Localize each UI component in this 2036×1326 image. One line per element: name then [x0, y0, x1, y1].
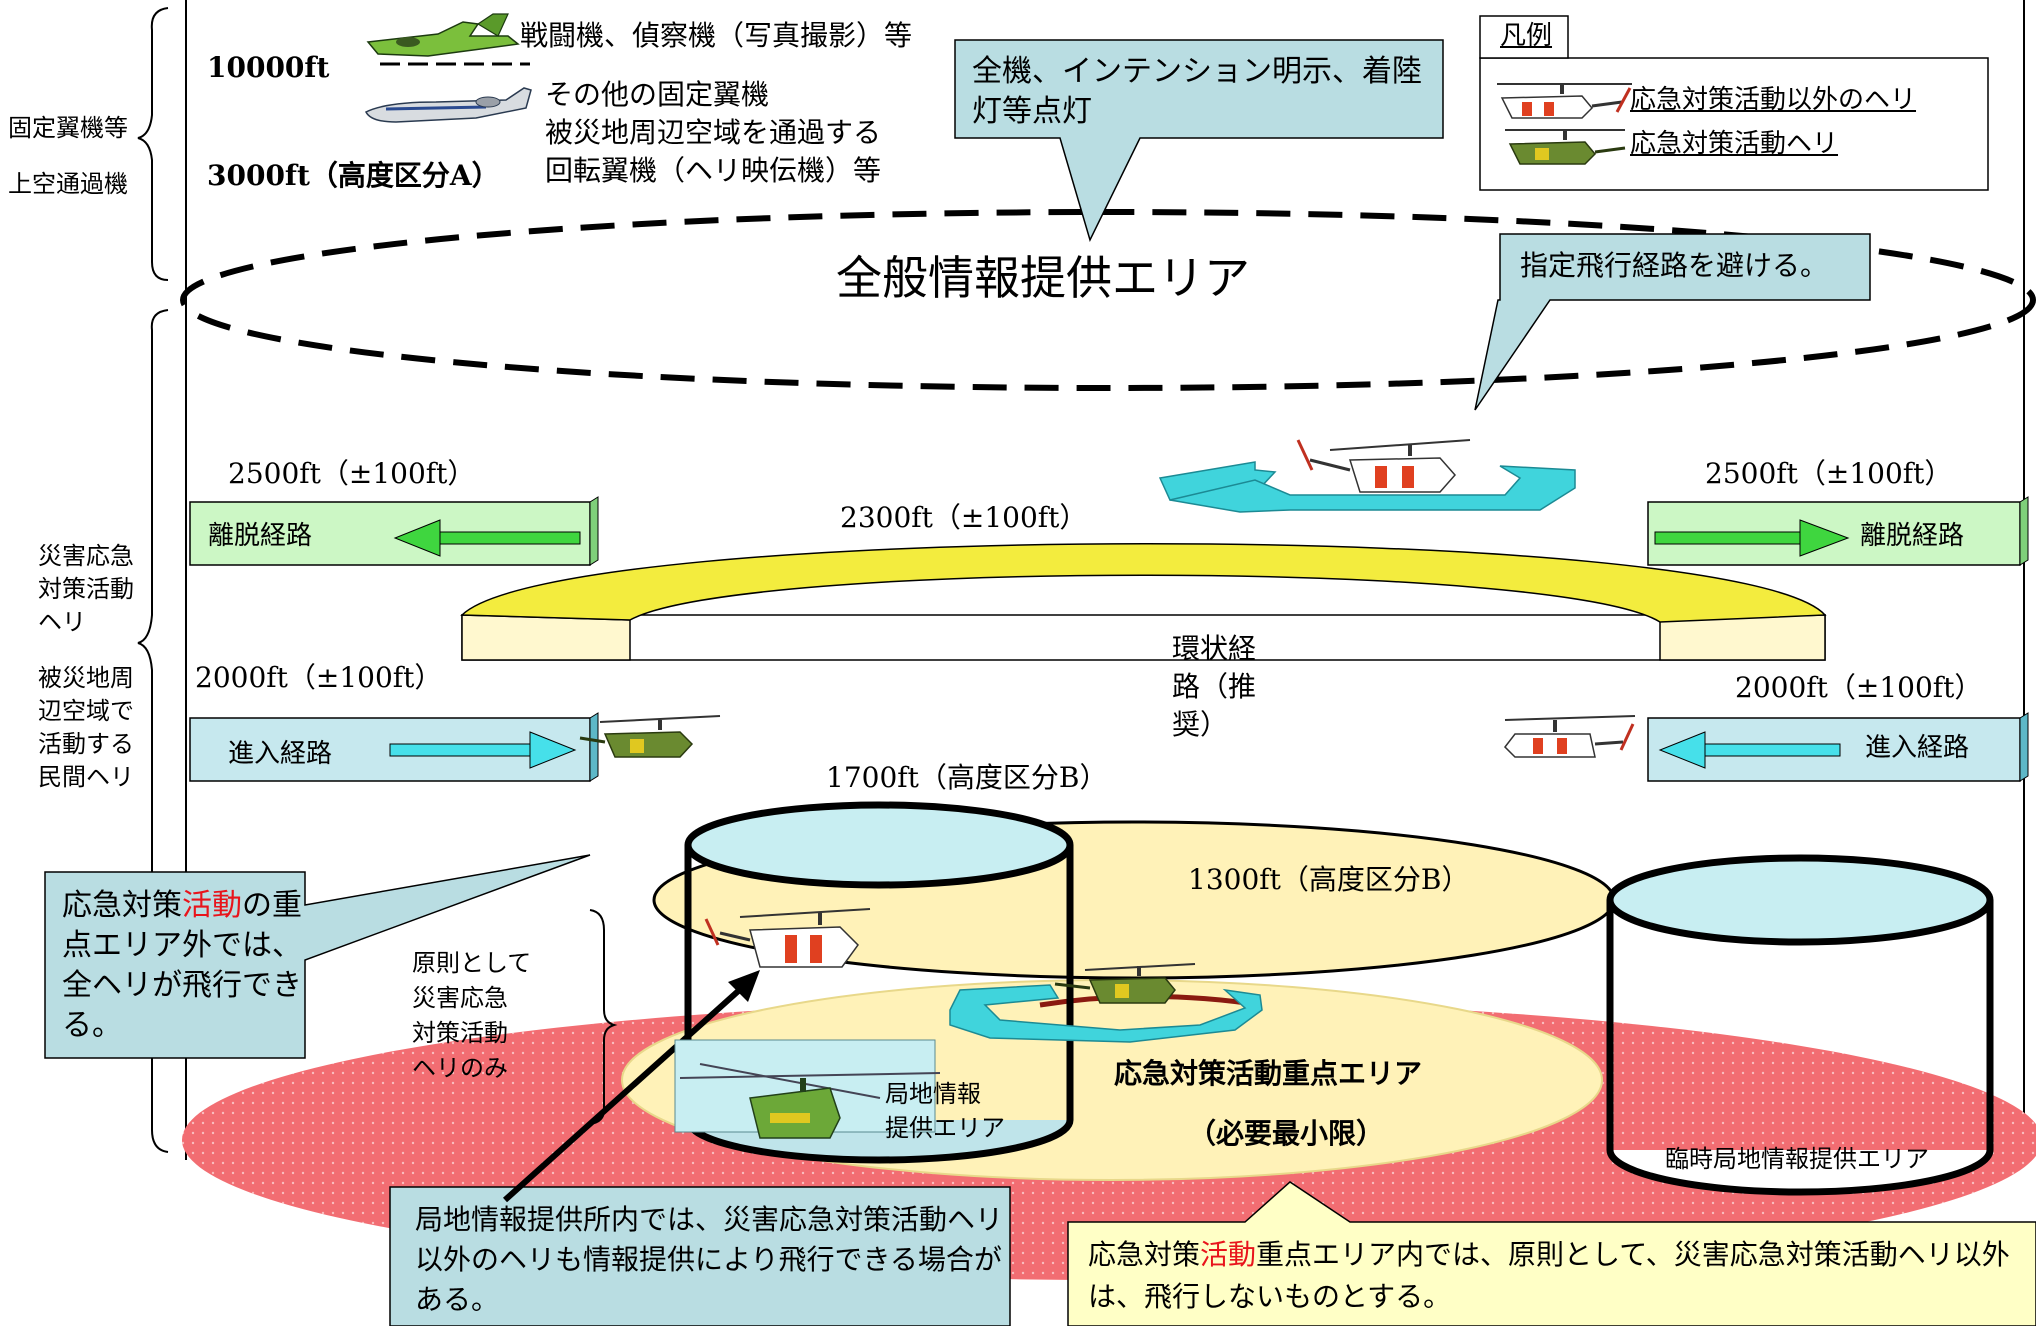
alt-10000-label: 10000ft	[207, 51, 330, 84]
cargo-helicopter-icon	[679, 1063, 941, 1139]
general-area-title: 全般情報提供エリア	[836, 251, 1250, 305]
entry-left-label: 進入経路	[228, 739, 333, 769]
callout-outside-area-text: 応急対策活動の重点エリア外では、全ヘリが飛行できる。	[62, 888, 302, 1043]
business-jet-icon	[364, 87, 532, 123]
alt-1300-label: 1300ft（高度区分B）	[1188, 863, 1470, 896]
alt-1700-label: 1700ft（高度区分B）	[826, 761, 1108, 794]
callout-inside-area-box	[1067, 1181, 2036, 1326]
legend-box	[1479, 57, 1989, 191]
legend-title-box	[1479, 15, 1569, 59]
entry-route-right	[1647, 712, 2029, 782]
disaster-heli-label: 災害応急 対策活動 ヘリ	[38, 542, 134, 636]
hover-path-bottom	[949, 984, 1263, 1043]
depart-right-alt: 2500ft（±100ft）	[1705, 457, 1953, 490]
other-fixed-label: その他の固定翼機 被災地周辺空域を通過する 回転翼機（ヘリ映伝機）等	[545, 78, 882, 187]
entry-left-alt: 2000ft（±100ft）	[195, 661, 443, 694]
entry-route-left	[189, 712, 599, 782]
callout-local-info-text: 局地情報提供所内では、災害応急対策活動ヘリ以外のヘリも情報提供により飛行できる場…	[415, 1203, 1004, 1316]
minimum-label: （必要最小限）	[1188, 1117, 1385, 1150]
helicopter-top-icon	[1296, 439, 1471, 493]
entry-right-label: 進入経路	[1865, 733, 1970, 763]
helicopter-legend-emergency-icon	[1505, 129, 1626, 165]
general-area-ellipse	[180, 209, 2036, 391]
temp-info-cylinder	[1606, 854, 1994, 1196]
helicopter-bracket	[137, 309, 169, 1153]
legend-title: 凡例	[1500, 21, 1553, 51]
callout-outside-area-box	[44, 854, 591, 1059]
helicopter-legend-other-icon	[1497, 83, 1632, 119]
callout-avoid-route-box	[1474, 233, 1871, 411]
callout-all-aircraft-text: 全機、インテンション明示、着陸灯等点灯	[972, 54, 1422, 129]
fixed-wing-bracket	[137, 7, 169, 281]
helicopter-cylinder-icon	[704, 908, 871, 968]
callout-inside-area-text: 応急対策活動重点エリア内では、原則として、災害応急対策活動ヘリ以外は、飛行しない…	[1088, 1238, 2010, 1313]
depart-route-left	[189, 496, 599, 566]
civil-heli-label: 被災地周 辺空域で 活動する 民間ヘリ	[38, 664, 134, 791]
fixed-wing-label: 固定翼機等 上空通過機	[8, 114, 128, 198]
local-info-cylinder	[684, 801, 1074, 1164]
ring-route	[460, 543, 1827, 661]
helicopter-entry-right-icon	[1504, 715, 1636, 758]
callout-avoid-route-text: 指定飛行経路を避ける。	[1520, 249, 1829, 282]
depart-left-label: 離脱経路	[208, 521, 313, 551]
callout-local-info-box	[389, 1186, 1011, 1326]
temp-area-label: 臨時局地情報提供エリア	[1665, 1145, 1929, 1173]
depart-left-alt: 2500ft（±100ft）	[228, 457, 476, 490]
depart-route-right	[1647, 496, 2029, 566]
fighter-jet-icon	[366, 13, 520, 57]
helicopter-hover-icon	[1054, 963, 1196, 1004]
local-area-label: 局地情報 提供エリア	[885, 1080, 1005, 1142]
legend-other-heli: 応急対策活動以外のヘリ	[1630, 85, 1917, 115]
ring-route-label: 環状経 路（推 奨）	[1172, 632, 1257, 741]
ring-alt-label: 2300ft（±100ft）	[840, 501, 1088, 534]
helicopter-entry-left-icon	[579, 715, 721, 758]
local-info-arrow	[502, 982, 748, 1203]
legend-emergency-heli: 応急対策活動ヘリ	[1630, 129, 1839, 159]
priority-area-label: 応急対策活動重点エリア	[1114, 1057, 1423, 1090]
alt-3000-label: 3000ft（高度区分A）	[207, 159, 500, 192]
entry-right-alt: 2000ft（±100ft）	[1735, 671, 1983, 704]
callout-all-aircraft-box	[954, 39, 1444, 243]
fighter-label: 戦闘機、偵察機（写真撮影）等	[520, 19, 913, 52]
depart-right-label: 離脱経路	[1860, 521, 1965, 551]
principle-label: 原則として 災害応急 対策活動 ヘリのみ	[412, 949, 532, 1082]
